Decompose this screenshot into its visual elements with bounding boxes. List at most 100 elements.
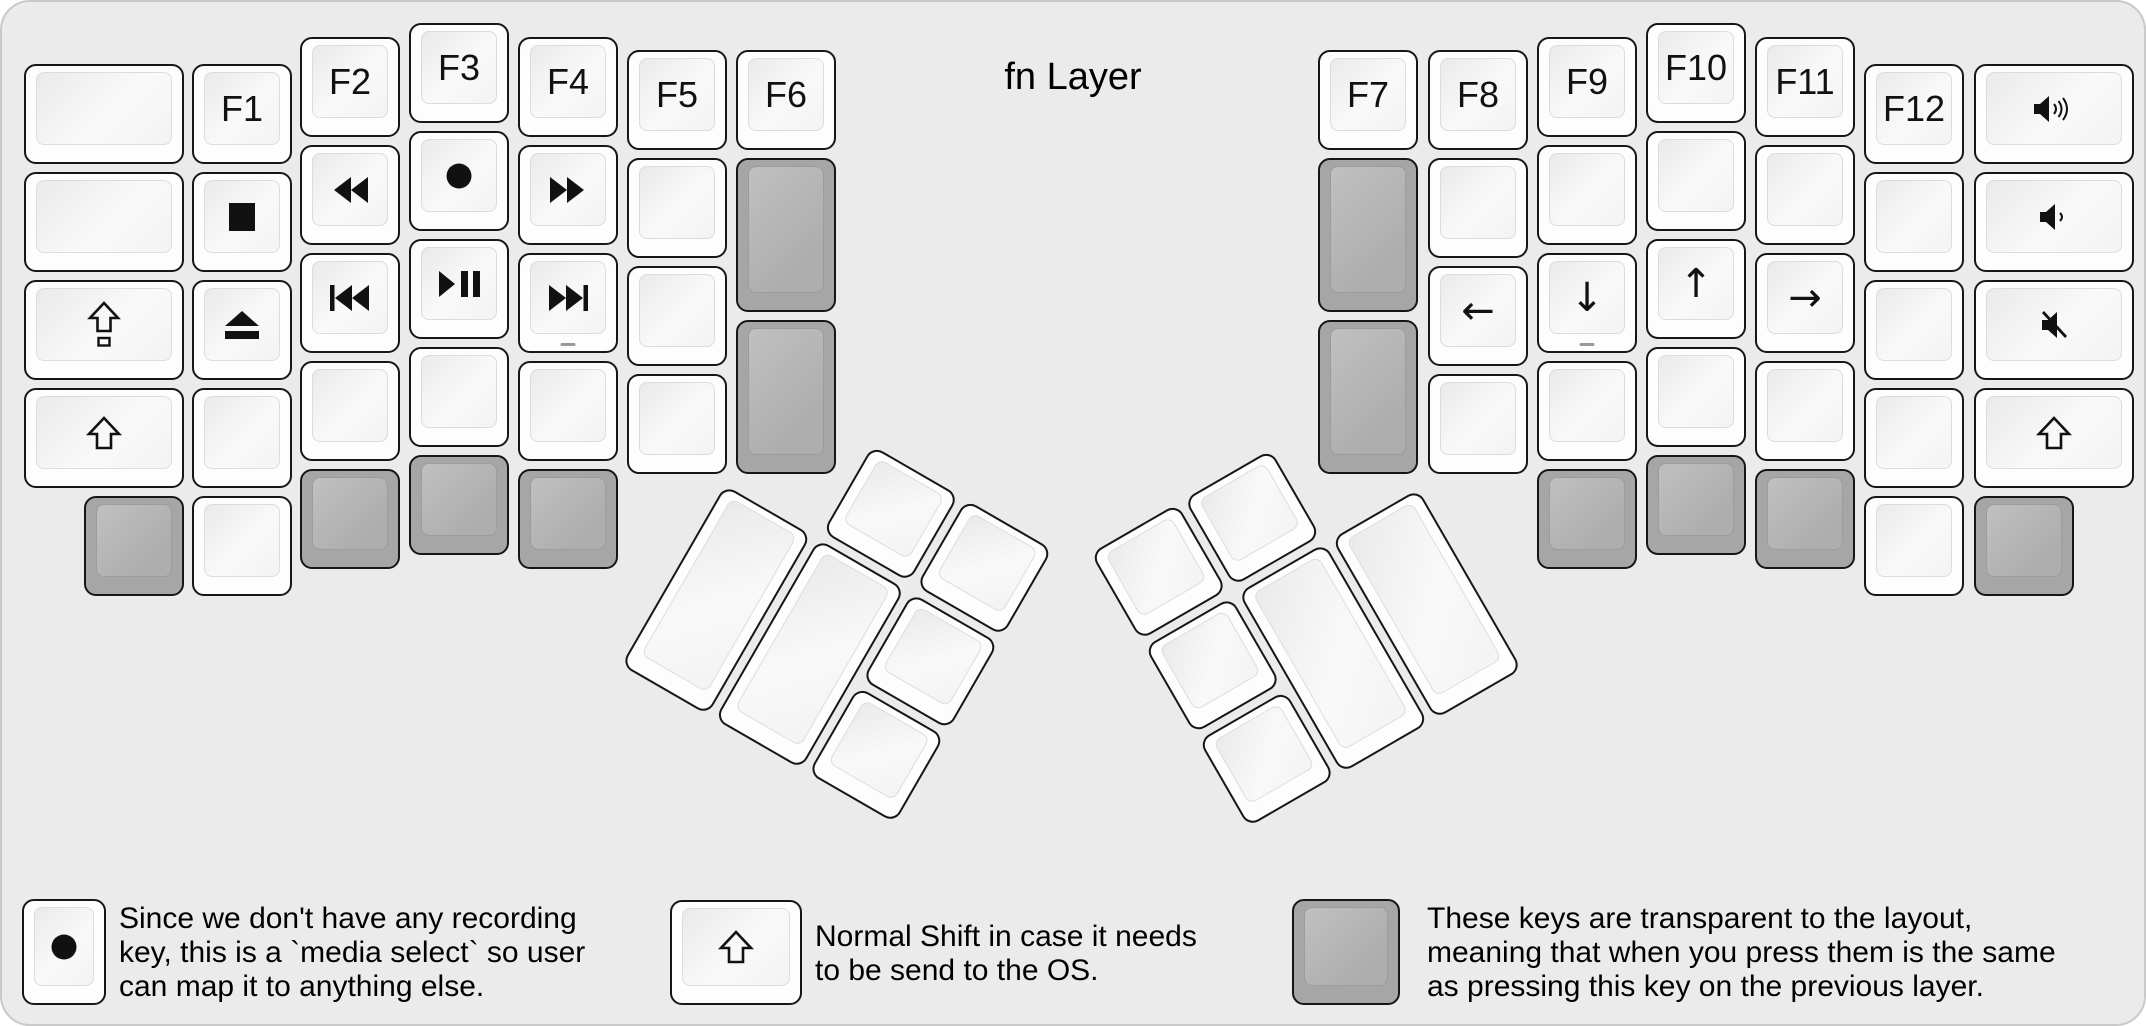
key-blank-face — [639, 382, 715, 455]
key-mute — [1974, 280, 2134, 380]
key-label: F3 — [437, 46, 480, 88]
key-blank-face — [530, 369, 606, 442]
legend-record-text: Since we don't have any recording key, t… — [119, 902, 586, 1003]
key-transparent-face — [1986, 504, 2062, 577]
key-record-face — [421, 139, 497, 212]
key-blank-face — [312, 369, 388, 442]
key-transparent — [1646, 455, 1746, 555]
key-label: F12 — [1882, 87, 1946, 129]
key-next-track — [518, 253, 618, 353]
key-f9: F9 — [1537, 37, 1637, 137]
key-f2: F2 — [300, 37, 400, 137]
key-blank-face — [1212, 703, 1316, 805]
key-mute-face — [1986, 288, 2122, 361]
key-blank-face — [1104, 516, 1208, 618]
key-arrow-down: ↓ — [1537, 253, 1637, 353]
key-stop — [192, 172, 292, 272]
key-transparent — [1974, 496, 2074, 596]
key-f7: F7 — [1318, 50, 1418, 150]
key-transparent-face — [312, 477, 388, 550]
key-blank — [192, 388, 292, 488]
shift-icon — [2035, 415, 2073, 451]
key-record-sample-face — [34, 907, 94, 986]
key-blank — [1428, 374, 1528, 474]
key-blank — [627, 374, 727, 474]
key-transparent — [1318, 320, 1418, 474]
key-blank-face — [639, 274, 715, 347]
key-blank — [518, 361, 618, 461]
key-next-track-face — [530, 261, 606, 334]
key-label: F4 — [546, 60, 589, 102]
key-label: F6 — [764, 73, 807, 115]
key-transparent — [1318, 158, 1418, 312]
key-f7-face: F7 — [1330, 58, 1406, 131]
volume-down-icon — [2029, 201, 2079, 233]
homing-bar — [1579, 343, 1595, 346]
key-blank — [1537, 361, 1637, 461]
key-blank-face — [204, 504, 280, 577]
key-shift-sample-face — [682, 908, 790, 986]
key-volume-up-face — [1986, 72, 2122, 145]
key-blank-face — [421, 355, 497, 428]
key-prev-track-face — [312, 261, 388, 334]
key-blank — [1864, 280, 1964, 380]
prev-track-icon — [327, 283, 373, 313]
key-label: F1 — [220, 87, 263, 129]
key-eject — [192, 280, 292, 380]
key-blank-face — [204, 396, 280, 469]
key-label: ↓ — [1570, 274, 1604, 321]
key-shift-sample — [670, 900, 802, 1005]
key-label: F7 — [1346, 73, 1389, 115]
legend-shift-text: Normal Shift in case it needs to be send… — [815, 920, 1197, 987]
key-f3-face: F3 — [421, 31, 497, 104]
key-shift-right — [1974, 388, 2134, 488]
key-rewind — [300, 145, 400, 245]
key-blank-face — [1767, 153, 1843, 226]
key-label: F8 — [1456, 73, 1499, 115]
key-blank-face — [881, 605, 985, 708]
key-stop-face — [204, 180, 280, 253]
key-blank-face — [1876, 504, 1952, 577]
key-blank — [24, 172, 184, 272]
key-fast-forward — [518, 145, 618, 245]
key-arrow-left: ← — [1428, 266, 1528, 366]
key-play-pause-face — [421, 247, 497, 320]
key-blank-face — [1440, 382, 1516, 455]
key-blank-face — [827, 699, 931, 801]
key-blank-face — [1876, 396, 1952, 469]
fast-forward-icon — [547, 175, 589, 205]
key-shift-right-face — [1986, 396, 2122, 469]
key-arrow-left-face: ← — [1440, 274, 1516, 347]
key-volume-down — [1974, 172, 2134, 272]
key-transparent — [84, 496, 184, 596]
key-shift-left — [24, 388, 184, 488]
key-blank-face — [1158, 609, 1262, 712]
key-blank-face — [1876, 180, 1952, 253]
key-blank-face — [1658, 139, 1734, 212]
key-label: ← — [1461, 287, 1495, 334]
key-blank-face — [1440, 166, 1516, 239]
key-transparent — [1537, 469, 1637, 569]
homing-bar — [560, 343, 576, 346]
key-blank — [1864, 172, 1964, 272]
key-play-pause — [409, 239, 509, 339]
key-label: F9 — [1565, 60, 1608, 102]
key-transparent — [300, 469, 400, 569]
key-blank-face — [36, 180, 172, 253]
key-transparent — [518, 469, 618, 569]
key-transparent-face — [421, 463, 497, 536]
key-shift-lock — [24, 280, 184, 380]
key-blank — [1755, 145, 1855, 245]
key-transparent-face — [1330, 328, 1406, 455]
key-blank-face — [1198, 462, 1301, 564]
key-blank — [300, 361, 400, 461]
key-f6: F6 — [736, 50, 836, 150]
key-blank — [1864, 388, 1964, 488]
key-transparent-face — [748, 328, 824, 455]
key-arrow-up: ↑ — [1646, 239, 1746, 339]
key-f12: F12 — [1864, 64, 1964, 164]
key-transparent-face — [1330, 166, 1406, 293]
key-transparent-sample — [1292, 899, 1400, 1005]
key-blank — [24, 64, 184, 164]
key-label: F11 — [1775, 60, 1835, 102]
